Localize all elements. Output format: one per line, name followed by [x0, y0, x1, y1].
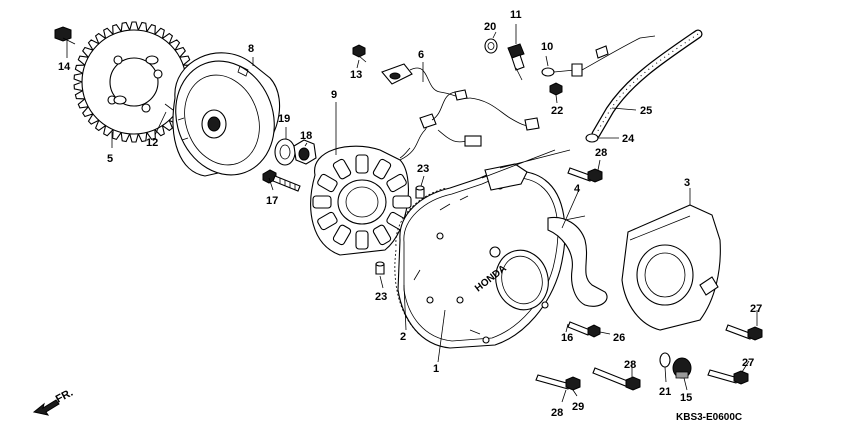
pin-12 [164, 103, 174, 111]
callout-c6: 6 [418, 49, 424, 61]
stator-coil [332, 224, 352, 246]
stator-coil [355, 230, 369, 250]
callout-c2: 2 [400, 331, 406, 343]
bolt-29 [535, 374, 581, 391]
bolt-27-upper [725, 324, 763, 341]
stator-coil [372, 224, 392, 246]
stator-coil [355, 154, 369, 174]
bolt-13 [352, 44, 367, 63]
o-ring-21 [659, 352, 671, 368]
stator-coil [317, 173, 338, 193]
stator-coil [317, 211, 338, 231]
callout-c3: 3 [684, 177, 690, 189]
nut-22 [549, 82, 563, 96]
callout-c29: 29 [572, 401, 584, 413]
callout-c16: 16 [561, 332, 573, 344]
front-direction-indicator: FR. [32, 387, 75, 416]
starter-driven-gear [73, 21, 195, 143]
stator-coil [392, 195, 412, 209]
callout-c27a: 27 [750, 303, 762, 315]
plug-15 [672, 357, 692, 379]
callout-c23a: 23 [417, 163, 429, 175]
stator-coil [372, 158, 392, 180]
callout-labels: 1234568910111213141516171819202122232324… [58, 9, 762, 419]
callout-c11: 11 [510, 9, 522, 21]
callout-c9: 9 [331, 89, 337, 101]
pulse-generator-harness [381, 63, 540, 131]
nut-18 [293, 139, 317, 165]
bolt-26 [567, 321, 601, 338]
callout-c14: 14 [58, 61, 71, 73]
callout-c4: 4 [574, 183, 581, 195]
stator-coil [312, 195, 332, 209]
bolt-17 [262, 169, 301, 192]
stator [310, 145, 412, 256]
callout-c15: 15 [680, 392, 692, 404]
callout-c28a: 28 [595, 147, 607, 159]
flywheel [172, 52, 281, 177]
callout-c24: 24 [622, 133, 635, 145]
callout-c8: 8 [248, 43, 254, 55]
callout-c20: 20 [484, 21, 496, 33]
callout-c10: 10 [541, 41, 553, 53]
callout-c19: 19 [278, 113, 290, 125]
stator-coil [332, 158, 352, 180]
left-crankcase-cover: HONDA [397, 163, 566, 349]
callout-c27b: 27 [742, 357, 754, 369]
clip-24 [585, 133, 599, 143]
washer-20 [484, 38, 498, 54]
callout-c12: 12 [146, 137, 158, 149]
callout-c26: 26 [613, 332, 625, 344]
bolt-28-upper [567, 167, 603, 183]
leader-lines [66, 24, 758, 403]
callout-c23b: 23 [375, 291, 387, 303]
neutral-switch-11 [507, 43, 525, 81]
breather-tube-25 [591, 29, 703, 139]
callout-c17: 17 [266, 195, 278, 207]
callout-c18: 18 [300, 130, 312, 142]
callout-c25: 25 [640, 105, 652, 117]
callout-c1: 1 [433, 363, 439, 375]
callout-c28b: 28 [624, 359, 636, 371]
gasket-4 [547, 215, 608, 307]
dowel-pin-23-upper [415, 185, 425, 199]
neutral-switch-wire-10 [541, 35, 656, 77]
callout-c5: 5 [107, 153, 113, 165]
diagram-code: KBS3-E0600C [676, 412, 742, 423]
bolt-28-lower-right [592, 367, 641, 391]
dowel-pin-23-lower [375, 261, 385, 275]
bolt-14 [54, 26, 76, 45]
callout-c21: 21 [659, 386, 671, 398]
washer-19 [274, 138, 296, 166]
cover-3 [621, 204, 721, 331]
bolt-27-lower [707, 369, 749, 385]
callout-c28c: 28 [551, 407, 563, 419]
callout-c22: 22 [551, 105, 563, 117]
stator-coil [386, 173, 407, 193]
callout-c13: 13 [350, 69, 362, 81]
front-direction-label: FR. [54, 387, 75, 406]
